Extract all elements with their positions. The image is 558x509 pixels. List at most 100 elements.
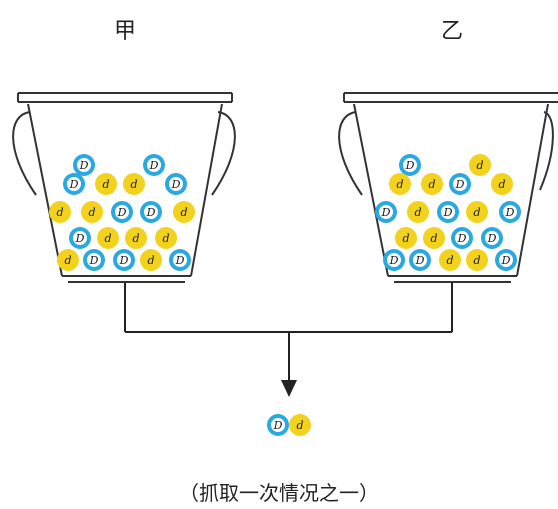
ball-yellow-circle: [97, 227, 119, 249]
ball-letter: d: [402, 232, 409, 245]
ball-yellow-circle: [466, 201, 488, 223]
ball-d: d: [140, 249, 162, 271]
ball-d: d: [395, 227, 417, 249]
bucket-handle-right: [539, 111, 554, 191]
ball-d: d: [466, 249, 488, 271]
ball-letter: D: [273, 419, 283, 432]
ball-D: D: [143, 154, 165, 176]
ball-d: d: [491, 173, 513, 195]
ball-inner-circle: [87, 253, 101, 267]
ball-d: d: [49, 201, 71, 223]
ball-letter: D: [415, 254, 425, 267]
ball-d: d: [421, 173, 443, 195]
ball-letter: D: [389, 254, 399, 267]
bucket-wall-right: [516, 103, 549, 277]
label-yi: 乙: [441, 19, 463, 44]
ball-d: d: [289, 414, 311, 436]
bucket-wall-right: [190, 103, 223, 277]
ball-inner-circle: [485, 231, 499, 245]
ball-D: D: [113, 249, 135, 271]
ball-D: D: [481, 227, 503, 249]
ball-D: D: [83, 249, 105, 271]
ball-letter: d: [180, 206, 187, 219]
ball-D: D: [169, 249, 191, 271]
ball-letter: D: [405, 159, 415, 172]
ball-inner-circle: [115, 205, 129, 219]
ball-d: d: [389, 173, 411, 195]
ball-letter: D: [381, 206, 391, 219]
ball-d: d: [155, 227, 177, 249]
ball-inner-circle: [173, 253, 187, 267]
ball-D: D: [69, 227, 91, 249]
ball-letter: d: [130, 178, 137, 191]
ball-yellow-circle: [57, 249, 79, 271]
ball-yellow-circle: [155, 227, 177, 249]
ball-letter: D: [443, 206, 453, 219]
ball-letter: D: [175, 254, 185, 267]
ball-yellow-circle: [289, 414, 311, 436]
ball-d: d: [407, 201, 429, 223]
ball-inner-circle: [403, 158, 417, 172]
ball-D: D: [409, 249, 431, 271]
ball-D: D: [451, 227, 473, 249]
ball-letter: D: [89, 254, 99, 267]
ball-yellow-circle: [123, 173, 145, 195]
ball-letter: d: [473, 254, 480, 267]
ball-inner-circle: [271, 418, 285, 432]
ball-yellow-circle: [491, 173, 513, 195]
ball-d: d: [97, 227, 119, 249]
ball-yellow-circle: [389, 173, 411, 195]
ball-inner-circle: [441, 205, 455, 219]
ball-letter: D: [117, 206, 127, 219]
ball-letter: d: [64, 254, 71, 267]
ball-d: d: [466, 201, 488, 223]
ball-d: d: [123, 173, 145, 195]
ball-D: D: [375, 201, 397, 223]
ball-D: D: [437, 201, 459, 223]
ball-letter: d: [132, 232, 139, 245]
ball-letter: d: [56, 206, 63, 219]
ball-letter: D: [505, 206, 515, 219]
ball-inner-circle: [117, 253, 131, 267]
ball-d: d: [423, 227, 445, 249]
ball-letter: D: [487, 232, 497, 245]
ball-D: D: [449, 173, 471, 195]
caption: （抓取一次情况之一）: [179, 481, 379, 505]
ball-inner-circle: [379, 205, 393, 219]
ball-inner-circle: [499, 253, 513, 267]
bucket-handle-left: [12, 111, 37, 196]
ball-letter: D: [455, 178, 465, 191]
ball-letter: d: [88, 206, 95, 219]
bucket-wall-left: [27, 103, 63, 277]
ball-D: D: [111, 201, 133, 223]
ball-letter: D: [171, 178, 181, 191]
ball-yellow-circle: [439, 249, 461, 271]
ball-inner-circle: [453, 177, 467, 191]
ball-letter: d: [476, 159, 483, 172]
ball-D: D: [73, 154, 95, 176]
ball-D: D: [495, 249, 517, 271]
ball-letter: d: [428, 178, 435, 191]
ball-d: d: [173, 201, 195, 223]
ball-inner-circle: [77, 158, 91, 172]
ball-inner-circle: [503, 205, 517, 219]
connector: [124, 283, 453, 397]
ball-yellow-circle: [407, 201, 429, 223]
ball-D: D: [165, 173, 187, 195]
ball-yellow-circle: [421, 173, 443, 195]
ball-letter: d: [414, 206, 421, 219]
ball-letter: D: [75, 232, 85, 245]
ball-inner-circle: [413, 253, 427, 267]
ball-D: D: [499, 201, 521, 223]
arrow-down-icon: [281, 380, 297, 397]
ball-letter: D: [501, 254, 511, 267]
ball-yellow-circle: [469, 154, 491, 176]
ball-d: d: [125, 227, 147, 249]
ball-inner-circle: [67, 177, 81, 191]
ball-letter: D: [149, 159, 159, 172]
ball-yellow-circle: [81, 201, 103, 223]
ball-D: D: [63, 173, 85, 195]
ball-yellow-circle: [466, 249, 488, 271]
